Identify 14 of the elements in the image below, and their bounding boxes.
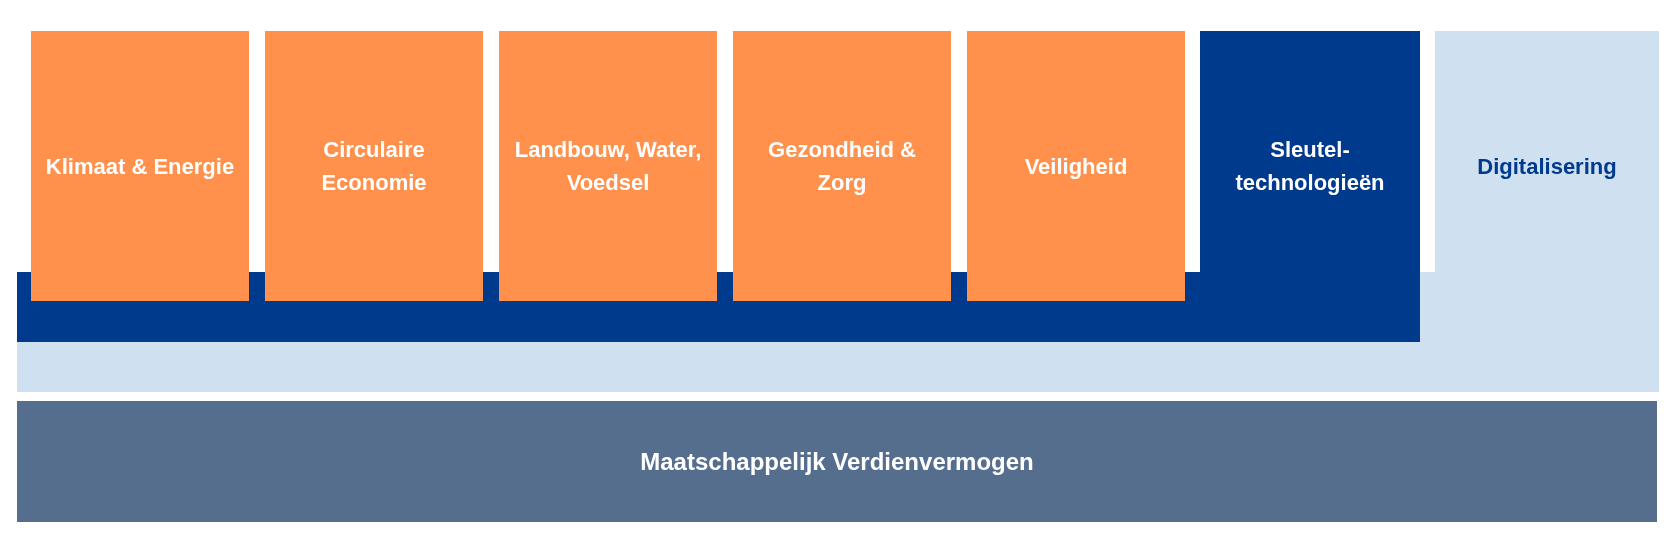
- foundation-bar: [17, 401, 1657, 522]
- theme-label: Circulaire Economie: [320, 136, 428, 197]
- theme-label: Gezondheid & Zorg: [767, 136, 917, 197]
- theme-panel: [265, 31, 483, 301]
- theme-label: Veiligheid: [1024, 152, 1128, 181]
- panel-label: Digitalisering: [1477, 152, 1617, 181]
- theme-label: Klimaat & Energie: [45, 152, 235, 181]
- theme-panel: [733, 31, 951, 301]
- bar-label: Maatschappelijk Verdienvermogen: [640, 446, 1034, 477]
- panel-label: Sleutel- technologieën: [1234, 136, 1386, 197]
- theme-label: Landbouw, Water, Voedsel: [513, 136, 703, 197]
- theme-panel: [967, 31, 1185, 301]
- theme-panel: [31, 31, 249, 301]
- theme-panel: [499, 31, 717, 301]
